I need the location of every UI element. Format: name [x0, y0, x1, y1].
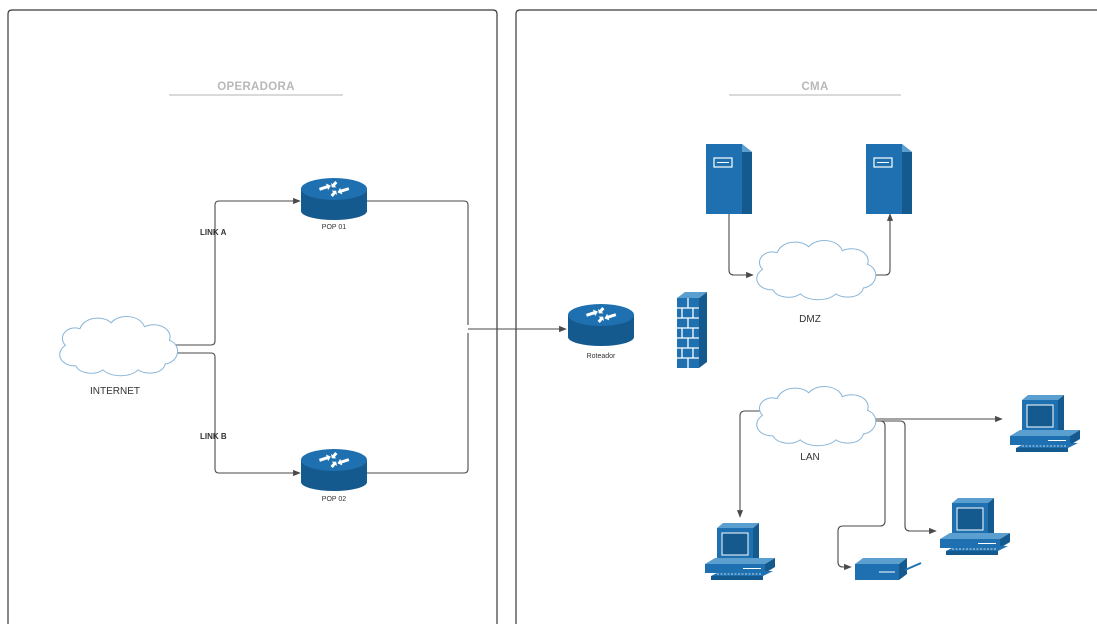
pop02-label: POP 02	[322, 496, 346, 503]
dmz-server-right-icon	[865, 143, 913, 215]
link-b-label: LINK B	[200, 432, 227, 441]
lan-to-pc-bottom-right	[868, 420, 937, 535]
lan-workstation-bottom-left-icon	[704, 522, 776, 581]
roteador-label: Roteador	[587, 353, 616, 360]
operadora-zone-title: OPERADORA	[217, 81, 294, 93]
pop01-uplink	[367, 200, 469, 325]
internet-cloud	[59, 316, 179, 377]
cma-zone-title: CMA	[801, 81, 828, 93]
internet-label: INTERNET	[90, 386, 140, 397]
pop02-router-icon	[301, 449, 367, 491]
dmz-label: DMZ	[799, 314, 821, 325]
lan-cloud	[756, 386, 877, 447]
pop01-label: POP 01	[322, 224, 346, 231]
lan-workstation-bottom-right-icon	[939, 497, 1011, 556]
dmz-server-right-link	[869, 213, 894, 276]
lan-label: LAN	[800, 452, 819, 463]
pop02-uplink	[367, 333, 469, 474]
link-b-connector	[175, 352, 301, 477]
dmz-cloud	[756, 240, 877, 301]
lan-to-pc-bottom-left	[736, 410, 762, 518]
dmz-server-left-icon	[705, 143, 753, 215]
operadora-zone-border	[7, 9, 498, 624]
link-a-connector	[175, 197, 301, 346]
lan-printer-icon	[854, 557, 922, 581]
lan-workstation-right-icon	[1009, 394, 1081, 453]
pop01-router-icon	[301, 178, 367, 220]
firewall-icon	[676, 291, 708, 369]
dmz-server-left-link	[728, 212, 754, 279]
link-a-label: LINK A	[200, 228, 227, 237]
roteador-router-icon	[568, 304, 634, 346]
cma-zone-border	[515, 9, 1097, 624]
lan-to-printer	[837, 420, 886, 571]
